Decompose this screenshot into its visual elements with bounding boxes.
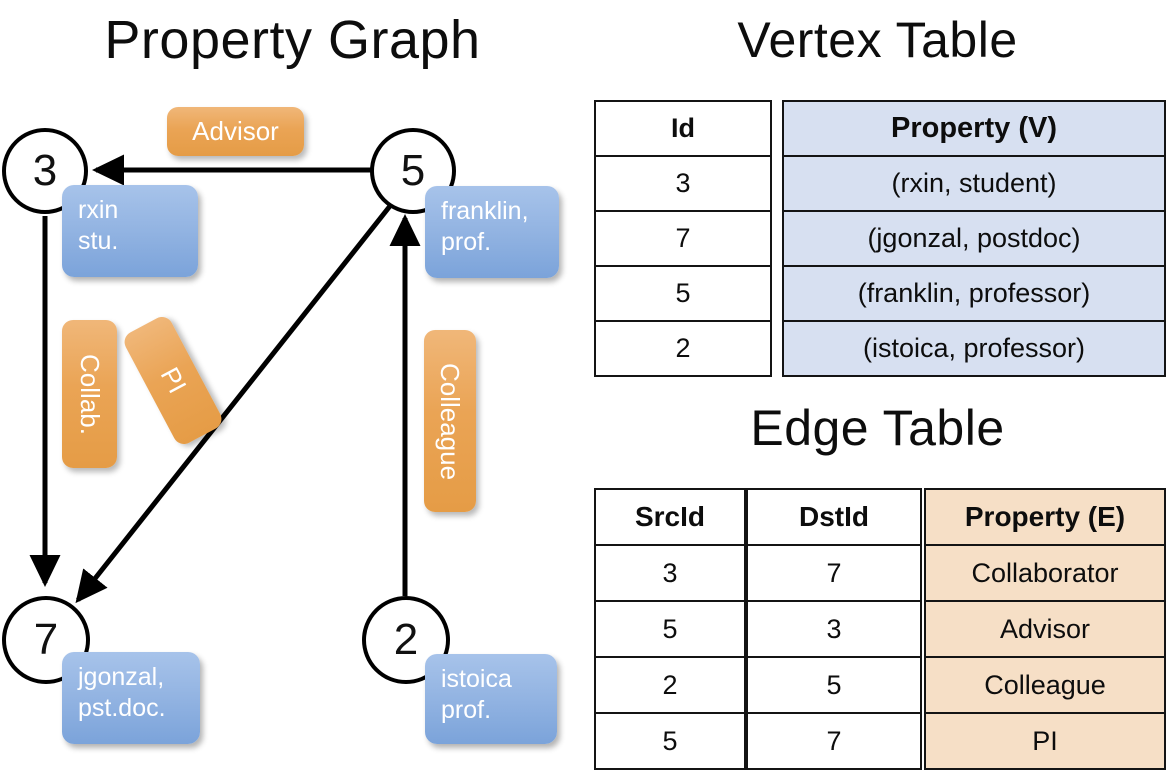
table-row: 5 — [594, 600, 746, 658]
vertex-chip-5: franklin, prof. — [425, 186, 559, 278]
vertex-chip-7: jgonzal, pst.doc. — [62, 652, 200, 744]
graph-node-2[interactable]: 2 — [362, 596, 450, 684]
vertex-chip-2: istoica prof. — [425, 654, 557, 744]
edge-table-cell-property: Collaborator — [924, 544, 1166, 602]
vertex-table-property-column: Property (V) (rxin, student) (jgonzal, p… — [782, 100, 1166, 377]
page-title-edge-table: Edge Table — [750, 400, 1005, 456]
vertex-chip-7-line2: pst.doc. — [78, 694, 166, 722]
edge-chip-advisor: Advisor — [167, 107, 304, 156]
edge-table-cell-dstid: 7 — [746, 544, 922, 602]
edge-table-cell-srcid: 2 — [594, 656, 746, 714]
table-header-row: Id — [594, 100, 772, 157]
edge-table-cell-srcid: 5 — [594, 712, 746, 770]
vertex-table-cell-id: 3 — [594, 155, 772, 212]
table-header-row: SrcId — [594, 488, 746, 546]
table-row: 2 — [594, 656, 746, 714]
vertex-chip-7-line1: jgonzal, — [78, 663, 165, 691]
table-row: 7 — [746, 712, 922, 770]
table-row: (jgonzal, postdoc) — [782, 210, 1166, 267]
vertex-table-cell-id: 2 — [594, 320, 772, 377]
table-row: PI — [924, 712, 1166, 770]
vertex-chip-2-line1: istoica — [441, 665, 512, 693]
vertex-chip-3-line2: stu. — [78, 227, 119, 255]
vertex-chip-2-line2: prof. — [441, 696, 492, 724]
page-title-property-graph: Property Graph — [104, 10, 481, 70]
vertex-chip-3: rxin stu. — [62, 185, 198, 277]
edge-table-dstid-column: DstId 7 3 5 7 — [746, 488, 922, 770]
vertex-chip-5-line1: franklin, — [441, 197, 529, 225]
page-title-vertex-table: Vertex Table — [737, 12, 1018, 68]
property-graph-diagram: 3 5 7 2 rxin stu. franklin, prof. jgonza… — [0, 0, 585, 760]
vertex-chip-3-line1: rxin — [78, 196, 119, 224]
edge-table-property-column: Property (E) Collaborator Advisor Collea… — [924, 488, 1166, 770]
edge-table-cell-dstid: 7 — [746, 712, 922, 770]
table-row: (rxin, student) — [782, 155, 1166, 212]
edge-table-cell-property: PI — [924, 712, 1166, 770]
edge-chip-colleague-label: Colleague — [435, 362, 466, 480]
table-row: 3 — [594, 155, 772, 212]
graph-edge-arrows — [29, 154, 421, 604]
vertex-table-cell-id: 5 — [594, 265, 772, 322]
edge-table-cell-property: Colleague — [924, 656, 1166, 714]
table-row: Advisor — [924, 600, 1166, 658]
vertex-table-id-column: Id 3 7 5 2 — [594, 100, 772, 377]
vertex-table-header-property: Property (V) — [782, 100, 1166, 157]
edge-table-srcid-column: SrcId 3 5 2 5 — [594, 488, 746, 770]
edge-chip-colleague: Colleague — [424, 330, 476, 512]
table-row: 2 — [594, 320, 772, 377]
edge-chip-advisor-label: Advisor — [192, 116, 279, 146]
edge-table-cell-dstid: 5 — [746, 656, 922, 714]
table-row: 7 — [594, 210, 772, 267]
table-header-row: DstId — [746, 488, 922, 546]
table-row: (franklin, professor) — [782, 265, 1166, 322]
edge-chip-pi-label: PI — [154, 362, 193, 399]
edge-table-header-dstid: DstId — [746, 488, 922, 546]
table-header-row: Property (E) — [924, 488, 1166, 546]
table-row: 3 — [746, 600, 922, 658]
table-row: Colleague — [924, 656, 1166, 714]
edge-table-header-property: Property (E) — [924, 488, 1166, 546]
table-row: 3 — [594, 544, 746, 602]
table-row: 5 — [594, 265, 772, 322]
edge-table-header-srcid: SrcId — [594, 488, 746, 546]
table-row: 5 — [594, 712, 746, 770]
edge-table-cell-dstid: 3 — [746, 600, 922, 658]
edge-table-cell-srcid: 5 — [594, 600, 746, 658]
vertex-table-cell-id: 7 — [594, 210, 772, 267]
edge-chip-collab: Collab. — [62, 320, 117, 468]
table-row: 7 — [746, 544, 922, 602]
edge-chip-collab-label: Collab. — [75, 353, 105, 435]
graph-node-5[interactable]: 5 — [370, 128, 456, 214]
edge-table-cell-property: Advisor — [924, 600, 1166, 658]
edge-arrow-5-to-7 — [75, 204, 392, 604]
vertex-table-cell-property: (jgonzal, postdoc) — [782, 210, 1166, 267]
vertex-table-cell-property: (rxin, student) — [782, 155, 1166, 212]
vertex-chip-5-line2: prof. — [441, 228, 492, 256]
vertex-table-cell-property: (franklin, professor) — [782, 265, 1166, 322]
table-header-row: Property (V) — [782, 100, 1166, 157]
table-row: 5 — [746, 656, 922, 714]
table-row: (istoica, professor) — [782, 320, 1166, 377]
edge-table-cell-srcid: 3 — [594, 544, 746, 602]
vertex-table-header-id: Id — [594, 100, 772, 157]
vertex-table-cell-property: (istoica, professor) — [782, 320, 1166, 377]
table-row: Collaborator — [924, 544, 1166, 602]
